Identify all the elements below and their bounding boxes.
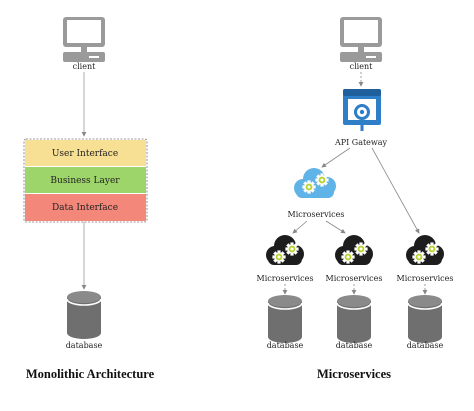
business-layer-label: Business Layer [50, 176, 120, 186]
database-label: database [407, 341, 444, 350]
monolithic-title: Monolithic Architecture [26, 367, 155, 381]
user-interface-layer [25, 140, 146, 166]
microservice-label: Microservices [257, 274, 314, 283]
client-label: client [73, 62, 96, 71]
microservice-label: Microservices [397, 274, 454, 283]
microservice-2: Microservices database [326, 235, 383, 350]
business-layer [25, 167, 146, 193]
database-icon [407, 294, 443, 344]
microservice-1: Microservices database [257, 235, 314, 350]
monolith-boundary [23, 138, 148, 223]
api-gateway-label: API Gateway [334, 138, 388, 147]
database-label: database [66, 341, 103, 350]
client-computer-icon [63, 17, 105, 62]
monolith-section: client User Interface Business Layer Dat… [23, 17, 155, 381]
microservice-label: Microservices [326, 274, 383, 283]
client-label: client [350, 62, 373, 71]
gateway-to-hub-arrow [321, 147, 351, 168]
client-computer-icon [340, 17, 382, 62]
api-gateway-icon [343, 89, 381, 131]
microservices-hub-cloud-icon [294, 168, 336, 198]
microservices-hub-label: Microservices [288, 210, 345, 219]
user-interface-label: User Interface [52, 149, 118, 159]
microservices-title: Microservices [317, 367, 391, 381]
hub-to-service-1-arrow [292, 220, 308, 234]
data-interface-layer [25, 194, 146, 221]
database-icon [66, 290, 102, 340]
database-label: database [267, 341, 304, 350]
gateway-to-service-3-arrow [371, 147, 420, 234]
microservices-section: client API Gateway Microservices [257, 17, 454, 381]
database-icon [267, 294, 303, 344]
database-label: database [336, 341, 373, 350]
hub-to-service-2-arrow [325, 220, 346, 234]
data-interface-label: Data Interface [52, 203, 118, 213]
database-icon [336, 294, 372, 344]
microservice-3: Microservices database [397, 235, 454, 350]
